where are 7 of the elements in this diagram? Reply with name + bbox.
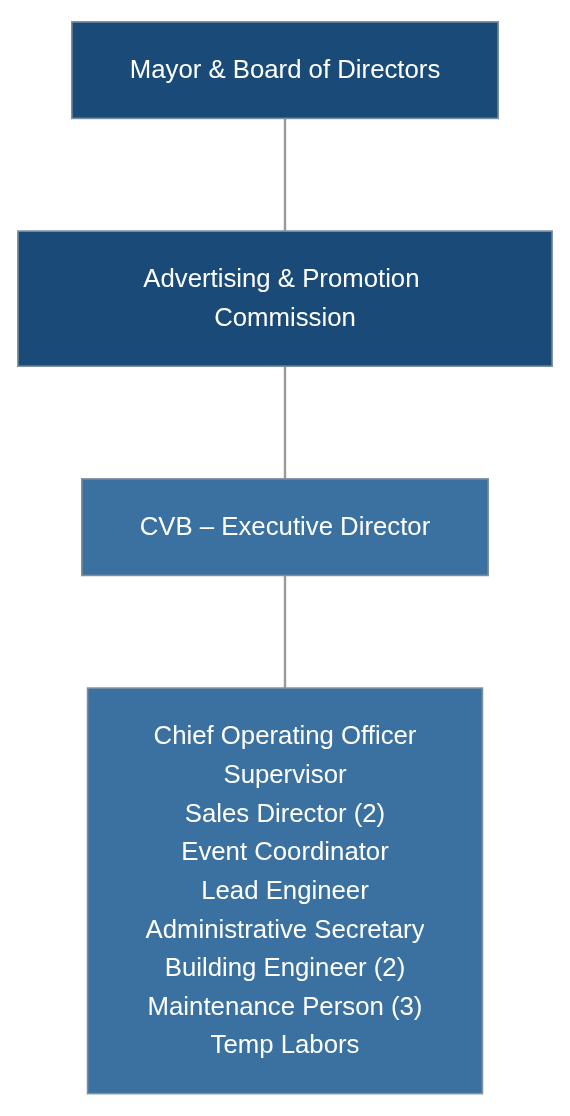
node-box: Mayor & Board of Directors xyxy=(71,21,499,120)
connector xyxy=(283,575,287,689)
node-box: Advertising & Promotion Commission xyxy=(17,230,553,368)
connector xyxy=(283,118,287,232)
node-box: CVB – Executive Director xyxy=(81,478,489,577)
node-box: Chief Operating Officer Supervisor Sales Director (2) Event Coordinator Lead Engineer Administrative Secretary Building Engineer (2) Maintenance Person (3) Temp Labors xyxy=(86,687,484,1095)
connector xyxy=(283,366,287,480)
